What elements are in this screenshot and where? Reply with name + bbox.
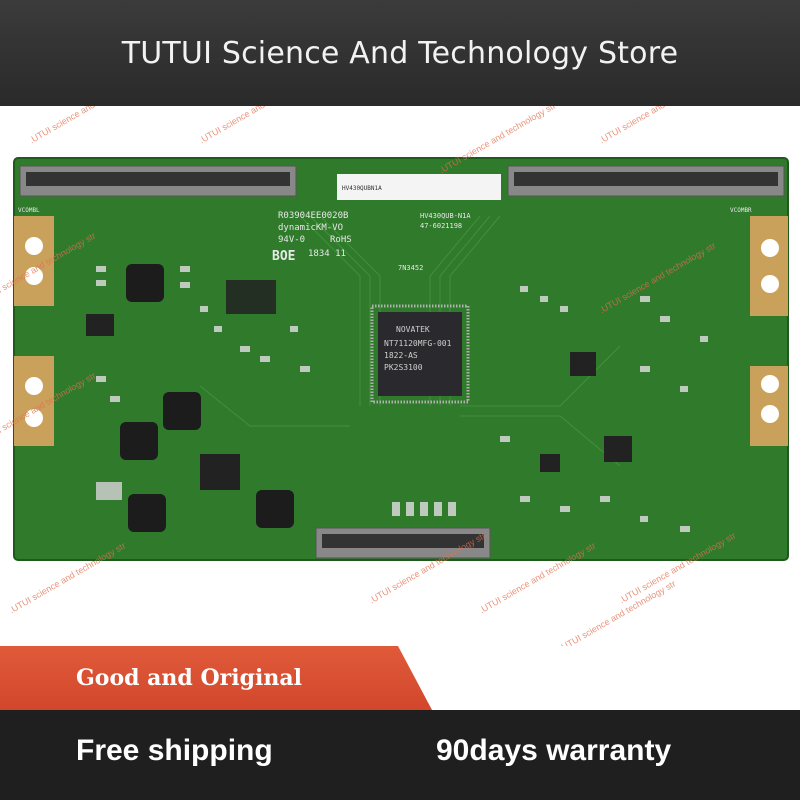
quality-banner: Good and Original — [0, 646, 432, 710]
store-title: TUTUI Science And Technology Store — [121, 35, 679, 71]
product-image-area: R03904EE0020B dynamicKM-VO 94V-0 RoHS BO… — [0, 106, 800, 646]
inductor — [128, 494, 166, 532]
mount-plate-right-top — [750, 216, 788, 316]
connector-right-label: VCOMBR — [730, 207, 752, 214]
board-brand: BOE — [272, 249, 295, 264]
quality-banner-text: Good and Original — [76, 665, 302, 691]
ic-chip — [226, 280, 276, 314]
warranty-text: 90days warranty — [436, 734, 672, 767]
ic-chip — [604, 436, 632, 462]
free-shipping-text: Free shipping — [76, 734, 273, 767]
store-header: TUTUI Science And Technology Store — [0, 0, 800, 106]
ic-chip — [86, 314, 114, 336]
inductor — [120, 422, 158, 460]
board-date: 1834 11 — [308, 249, 346, 259]
mount-plate-left-bottom — [14, 356, 54, 446]
connector-left-label: VCOMBL — [18, 207, 40, 214]
main-chip — [378, 312, 462, 396]
ic-chip — [200, 454, 240, 490]
chip-line-1: NT71120MFG-001 — [384, 339, 452, 348]
tcon-board-image: R03904EE0020B dynamicKM-VO 94V-0 RoHS BO… — [13, 157, 789, 561]
chip-brand: NOVATEK — [396, 325, 430, 334]
mount-plate-left-top — [14, 216, 54, 306]
board-model-right: HV430QUB-N1A — [420, 212, 471, 220]
label-sticker-text: HV430QUBN1A — [342, 185, 382, 192]
ic-chip — [540, 454, 560, 472]
inductor — [256, 490, 294, 528]
board-serial: 7N3452 — [398, 264, 423, 272]
board-code-2: dynamicKM-VO — [278, 223, 343, 233]
inductor — [163, 392, 201, 430]
board-model-code: 47-6021198 — [420, 222, 462, 230]
inductor — [126, 264, 164, 302]
chip-line-2: 1822-AS — [384, 351, 418, 360]
board-code-1: R03904EE0020B — [278, 211, 348, 221]
product-label — [337, 174, 501, 200]
banner-spacer — [432, 646, 800, 710]
board-rohs: RoHS — [330, 235, 352, 245]
board-code-3: 94V-0 — [278, 235, 305, 245]
footer-bar: Free shipping 90days warranty — [0, 710, 800, 800]
chip-line-3: PK2S3100 — [384, 363, 423, 372]
ic-chip — [570, 352, 596, 376]
